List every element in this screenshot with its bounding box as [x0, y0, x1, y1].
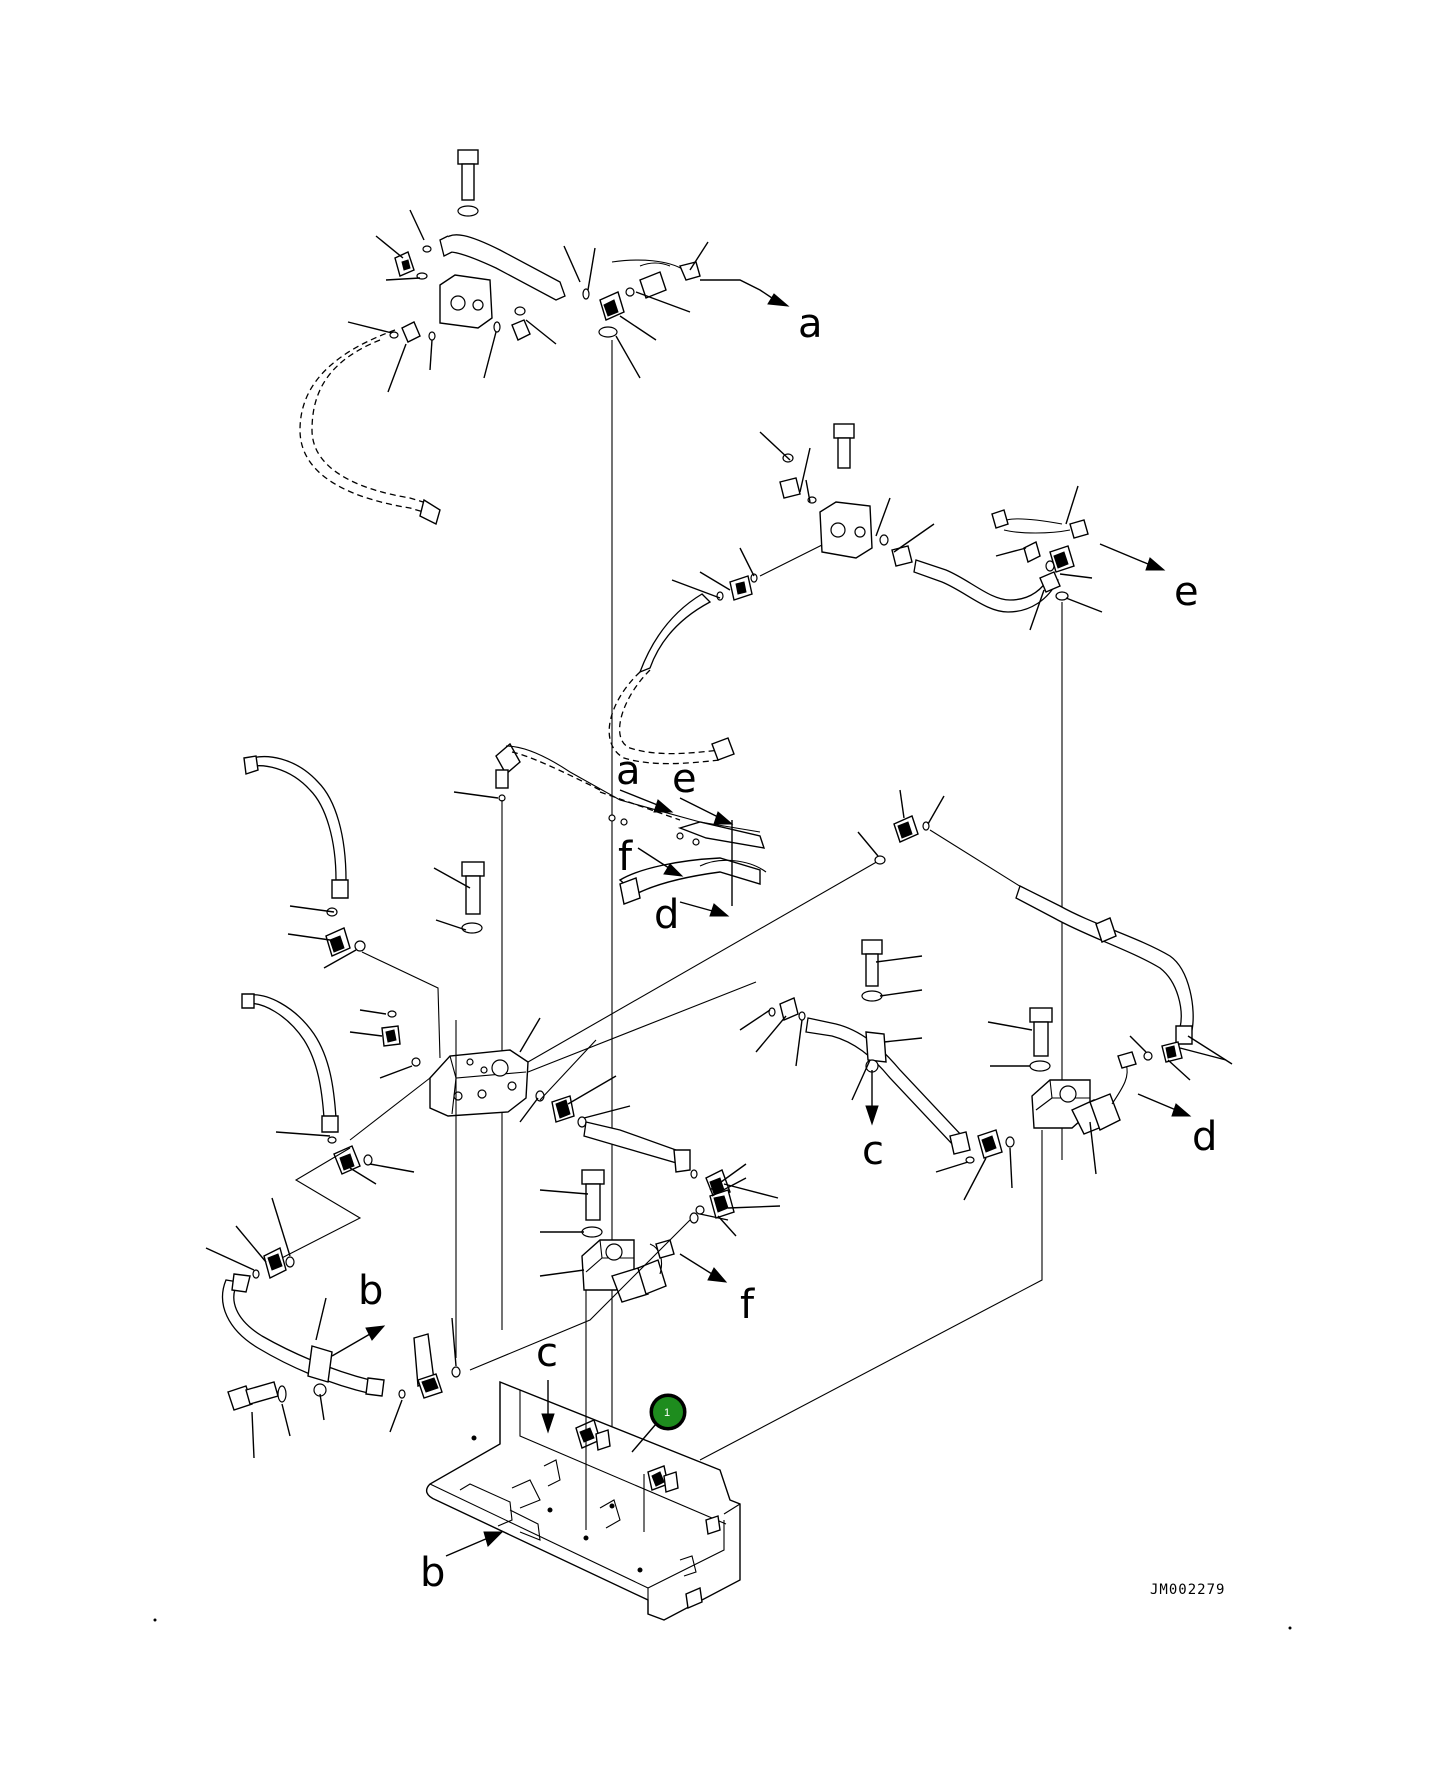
leader-letter-e-center: e: [672, 756, 697, 802]
leader-letter-f-center: f: [618, 834, 633, 880]
leader-letter-d-center: d: [654, 892, 679, 938]
right-diagonal-hose-group: [857, 789, 1233, 1081]
leader-letter-b-top: b: [358, 1268, 383, 1314]
callout-number: 1: [664, 1407, 670, 1419]
leader-letter-d-right: d: [1192, 1114, 1217, 1160]
right-solenoid-valve: d: [699, 1007, 1217, 1461]
leader-letter-f-right: f: [740, 1282, 755, 1328]
clamp-hose-group: c: [739, 939, 1015, 1201]
leader-letter-a-center: a: [616, 748, 641, 794]
leader-letter-b-bottom: b: [420, 1550, 445, 1596]
mounting-bracket: c b: [420, 1290, 741, 1621]
center-solenoid-valve: f: [469, 1169, 781, 1371]
top-valve-group: a: [299, 149, 823, 1510]
callout-circle: [653, 1397, 683, 1427]
left-main-block-group: [241, 755, 881, 1265]
drawing-reference-code: JM002279: [1150, 1582, 1225, 1598]
leader-letter-c-right: c: [862, 1128, 884, 1174]
leader-letter-a-top: a: [798, 301, 823, 347]
bottom-left-hose-group: b: [205, 1020, 461, 1459]
harness-center: a e f d: [453, 742, 767, 1330]
leader-letter-c-bottom: c: [536, 1330, 558, 1376]
part-callout-1[interactable]: 1: [649, 1393, 687, 1431]
middle-right-valve-group: e: [608, 423, 1199, 1160]
leader-letter-e-right: e: [1174, 569, 1199, 615]
